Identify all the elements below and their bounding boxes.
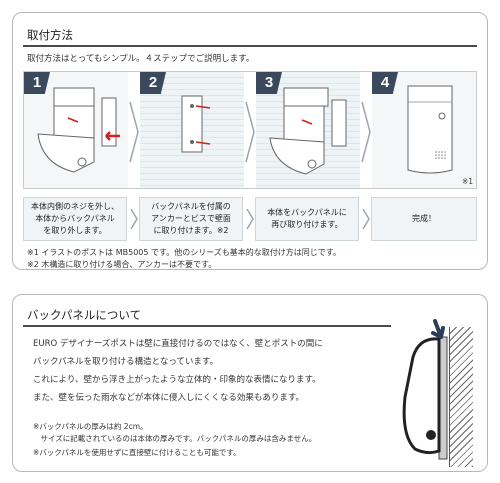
caption-line: 本体をバックパネルに: [267, 208, 347, 217]
step-2-image: 2: [140, 72, 244, 188]
step-4-caption: 完成！: [371, 197, 477, 241]
chevron-right-icon: [246, 209, 254, 229]
step-2-caption: バックパネルを付属の アンカーとビスで壁面 に取り付けます。※2: [139, 197, 243, 241]
step-3-caption: 本体をバックパネルに 再び取り付けます。: [255, 197, 359, 241]
caption-line: 本体からバックパネル: [35, 214, 115, 223]
chevron-right-icon: [361, 102, 371, 162]
backpanel-panel: バックパネルについて EURO デザイナーズポストは壁に直接付けるのではなく、壁…: [12, 294, 488, 472]
backpanel-wall-illustration: [181, 95, 211, 153]
step-2-badge: 2: [140, 72, 166, 94]
step-4-badge: 4: [372, 72, 398, 94]
footnote-1: ※1 イラストのポストは MB5005 です。他のシリーズも基本的な取付け方は同…: [27, 248, 342, 257]
chevron-right-icon: [130, 209, 138, 229]
step-1-image: 1: [24, 72, 128, 188]
title-rule: [23, 45, 477, 47]
step-1-caption: 本体内側のネジを外し、 本体からバックパネル を取り外します。: [23, 197, 127, 241]
wall-hatch: [449, 327, 473, 467]
footnote-2: ※2 木構造に取り付ける場合、アンカーは不要です。: [27, 260, 217, 269]
installation-panel: 取付方法 取付方法はとってもシンプル。４ステップでご説明します。 1 2: [12, 12, 488, 270]
installation-intro: 取付方法はとってもシンプル。４ステップでご説明します。: [27, 54, 255, 64]
body-line: また、壁を伝った雨水などが本体に侵入しにくくなる効果もあります。: [33, 393, 304, 403]
step-4-image: 4 ※1: [372, 72, 476, 188]
body-line: EURO デザイナーズポストは壁に直接付けるのではなく、壁とポストの間に: [33, 339, 323, 349]
note-mark: ※1: [461, 177, 473, 186]
caption-line: バックパネルを付属の: [151, 202, 231, 211]
footnote-thickness: ※バックパネルの厚みは約 2cm。: [33, 422, 148, 431]
step-1-badge: 1: [24, 72, 50, 94]
section-title-backpanel: バックパネルについて: [27, 308, 142, 322]
body-line: バックパネルを取り付ける構造となっています。: [33, 357, 219, 367]
caption-line: を取り外します。: [43, 226, 107, 235]
chevron-right-icon: [129, 102, 139, 162]
caption-line: に取り付けます。※2: [153, 226, 229, 235]
step-3-image: 3: [256, 72, 360, 188]
caption-line: 再び取り付けます。: [271, 220, 343, 229]
caption-line: 完成！: [412, 214, 436, 223]
title-rule: [23, 325, 391, 327]
chevron-right-icon: [362, 209, 370, 229]
mailbox-side-view-illustration: [402, 319, 448, 460]
mailbox-disassembly-illustration: [37, 87, 120, 173]
body-line: これにより、壁から浮き上がったような立体的・印象的な表情になります。: [33, 375, 321, 385]
mailbox-reattach-illustration: [269, 87, 347, 175]
footnote-thickness-detail: サイズに記載されているのは本体の厚みです。バックパネルの厚みは含みません。: [33, 434, 317, 443]
completed-mailbox-illustration: [407, 85, 453, 174]
caption-line: アンカーとビスで壁面: [151, 214, 231, 223]
section-title-installation: 取付方法: [27, 28, 73, 42]
steps-strip: 1 2: [23, 71, 477, 189]
chevron-right-icon: [245, 102, 255, 162]
footnote-direct-mount: ※バックパネルを使用せずに直接壁に付けることも可能です。: [33, 448, 241, 457]
caption-line: 本体内側のネジを外し、: [31, 202, 119, 211]
step-3-badge: 3: [256, 72, 282, 94]
